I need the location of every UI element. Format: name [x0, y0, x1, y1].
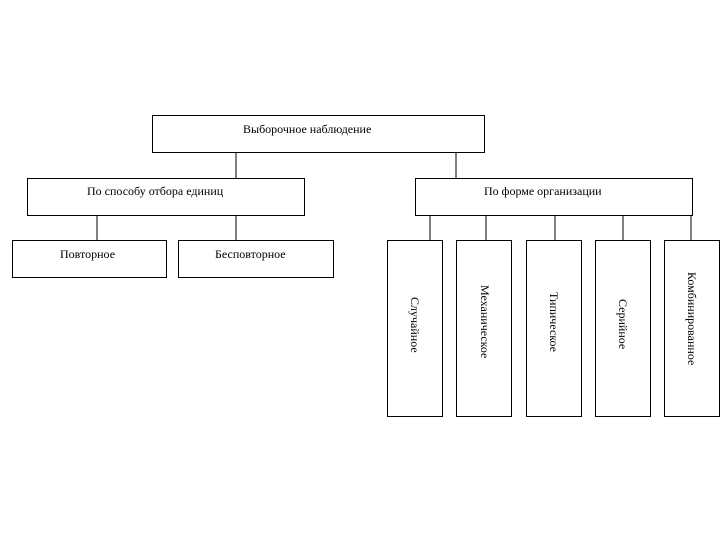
node-typical: Типическое [526, 240, 582, 417]
node-combined: Комбинированное [664, 240, 720, 417]
root-node: Выборочное наблюдение [152, 115, 485, 153]
node-serial: Серийное [595, 240, 651, 417]
node-by-organization-form: По форме организации [415, 178, 693, 216]
node-mechanical-label: Механическое [478, 285, 492, 359]
node-combined-label: Комбинированное [685, 272, 699, 366]
node-repeated-label: Повторное [60, 247, 116, 261]
node-typical-label: Типическое [547, 292, 561, 352]
node-random-label: Случайное [408, 297, 422, 353]
node-mechanical: Механическое [456, 240, 512, 417]
node-by-selection-method-label: По способу отбора единиц [87, 184, 224, 198]
node-non-repeated: Бесповторное [178, 240, 334, 278]
node-serial-label: Серийное [616, 299, 630, 350]
node-random: Случайное [387, 240, 443, 417]
node-by-organization-form-label: По форме организации [484, 184, 602, 198]
root-label: Выборочное наблюдение [243, 122, 372, 136]
node-non-repeated-label: Бесповторное [215, 247, 286, 261]
node-repeated: Повторное [12, 240, 167, 278]
node-by-selection-method: По способу отбора единиц [27, 178, 305, 216]
